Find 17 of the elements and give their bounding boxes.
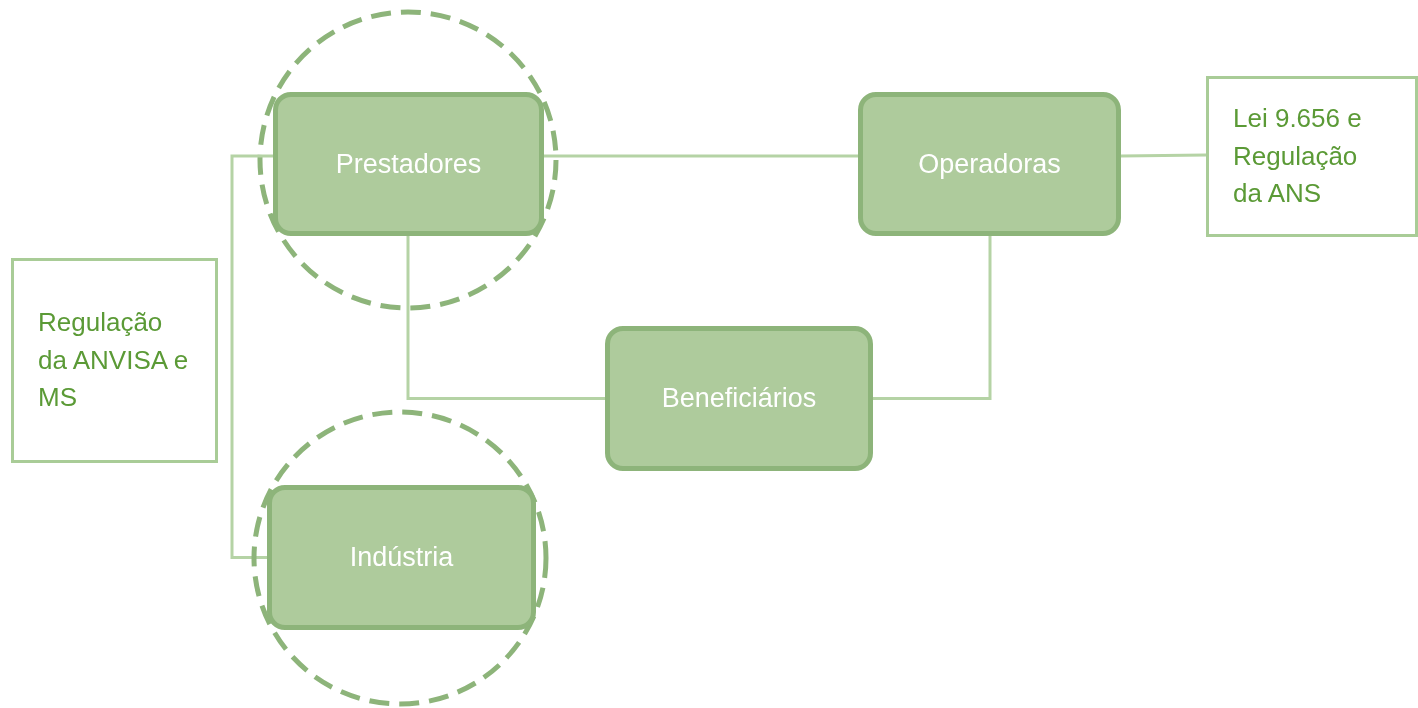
node-text: Prestadores xyxy=(335,148,482,180)
connector-line xyxy=(873,236,992,400)
process-box xyxy=(605,326,873,471)
node-text: Regulação da ANVISA e MS xyxy=(38,305,190,415)
process-box xyxy=(858,92,1121,236)
connector-line xyxy=(406,236,605,400)
process-box xyxy=(273,92,544,236)
process-box xyxy=(267,485,536,630)
node-text: Indústria xyxy=(349,542,454,573)
connector-line xyxy=(544,154,858,158)
node-text: Beneficiários xyxy=(661,383,817,414)
node-text: Lei 9.656 e Regulação da ANS xyxy=(1233,101,1363,211)
note-box xyxy=(11,258,218,463)
node-text: Operadoras xyxy=(918,148,1061,180)
note-box xyxy=(1206,76,1418,237)
connector-line xyxy=(230,154,273,559)
connector-line xyxy=(1121,153,1206,158)
